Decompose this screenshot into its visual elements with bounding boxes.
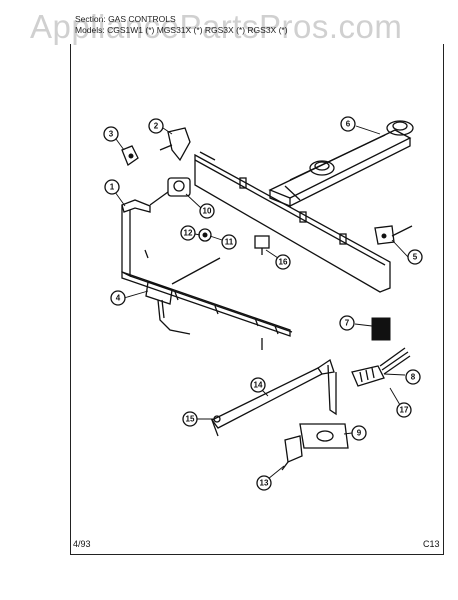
part-3-clip	[121, 145, 139, 167]
svg-text:12: 12	[184, 229, 193, 238]
svg-text:16: 16	[279, 258, 288, 267]
callout-12: 12	[180, 225, 196, 241]
callout-10: 10	[199, 203, 215, 219]
svg-text:8: 8	[411, 373, 416, 382]
page-code: C13	[423, 539, 440, 549]
part-12-orifice	[198, 228, 212, 242]
svg-text:15: 15	[186, 415, 195, 424]
svg-text:14: 14	[254, 381, 263, 390]
part-13-bracket	[281, 435, 303, 471]
callout-5: 5	[407, 249, 423, 265]
part-9-safety-valve	[299, 423, 349, 449]
svg-text:4: 4	[116, 294, 121, 303]
svg-text:7: 7	[345, 319, 350, 328]
callout-13: 13	[256, 475, 272, 491]
diagram-frame	[70, 44, 444, 555]
callout-16: 16	[275, 254, 291, 270]
part-14-oven-tube	[211, 358, 337, 437]
valve-bracket-rail	[194, 151, 391, 293]
models-line: Models: CGS1W1 (*) MGS31X (*) RGS3X (*) …	[75, 25, 288, 35]
svg-text:11: 11	[225, 238, 234, 247]
callout-7: 7	[339, 315, 355, 331]
callout-8: 8	[405, 369, 421, 385]
callout-17: 17	[396, 402, 412, 418]
watermark: AppliancePartsPros.com	[30, 8, 403, 45]
svg-text:2: 2	[154, 122, 159, 131]
svg-text:5: 5	[413, 253, 418, 262]
revision-date: 4/93	[73, 539, 91, 549]
svg-text:13: 13	[260, 479, 269, 488]
svg-text:10: 10	[203, 207, 212, 216]
svg-text:1: 1	[110, 183, 115, 192]
svg-text:9: 9	[357, 429, 362, 438]
leader-lines	[114, 125, 409, 480]
callout-2: 2	[148, 118, 164, 134]
svg-text:17: 17	[400, 406, 409, 415]
top-burner-assembly	[268, 120, 414, 207]
part-2-bracket	[159, 127, 191, 162]
part-8-terminal-block	[351, 347, 411, 387]
callout-3: 3	[103, 126, 119, 142]
callout-1: 1	[104, 179, 120, 195]
callout-9: 9	[351, 425, 367, 441]
section-title: Section: GAS CONTROLS	[75, 14, 176, 24]
svg-text:3: 3	[109, 130, 114, 139]
callout-15: 15	[182, 411, 198, 427]
part-7-module	[371, 317, 391, 341]
svg-text:6: 6	[346, 120, 351, 129]
part-16-switch	[254, 235, 270, 255]
callout-14: 14	[250, 377, 266, 393]
callout-4: 4	[110, 290, 126, 306]
manifold-pipe	[121, 199, 293, 350]
callout-11: 11	[221, 234, 237, 250]
part-10-valve	[149, 177, 191, 206]
callout-6: 6	[340, 116, 356, 132]
